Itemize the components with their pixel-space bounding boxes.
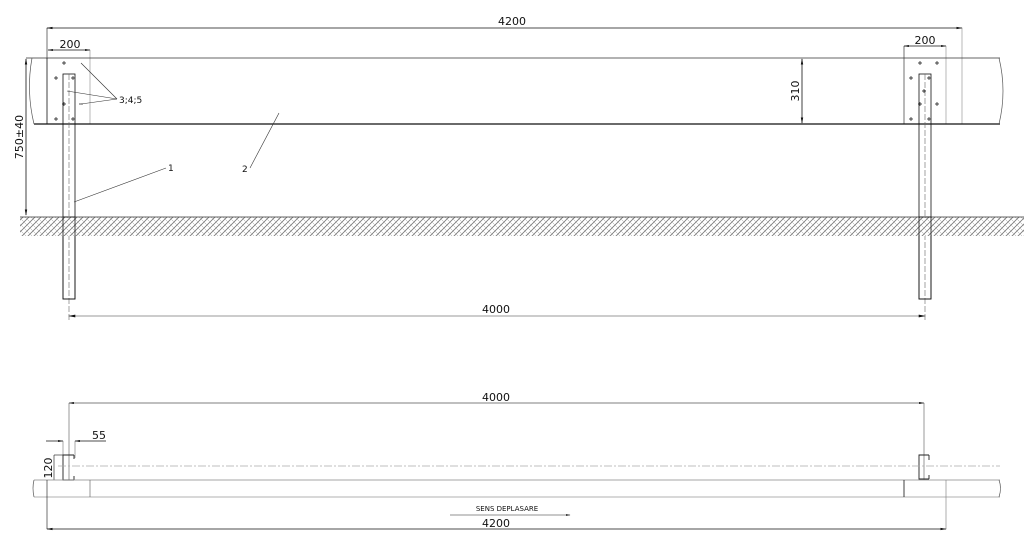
plan-rail bbox=[32, 479, 1001, 498]
label-beam: 2 bbox=[242, 165, 248, 175]
dimension-end-right-200: 200 bbox=[903, 34, 947, 124]
ground-hatch bbox=[20, 216, 1024, 236]
post-profile-right bbox=[918, 454, 930, 480]
plan-dimension-4200: 4200 bbox=[46, 480, 947, 531]
dim-4200-label: 4200 bbox=[498, 15, 526, 28]
label-fasteners: 3;4;5 bbox=[119, 96, 142, 106]
plan-dim-55-label: 55 bbox=[92, 429, 106, 442]
plan-dimension-120: 120 bbox=[42, 454, 63, 480]
plan-dim-4200-label: 4200 bbox=[482, 517, 510, 530]
post-left bbox=[62, 73, 76, 320]
direction-label: SENS DEPLASARE bbox=[476, 505, 538, 513]
dim-4000-label: 4000 bbox=[482, 303, 510, 316]
leader-fasteners bbox=[66, 62, 118, 105]
post-right-buried bbox=[918, 216, 932, 300]
post-right bbox=[918, 73, 932, 320]
beam-rail bbox=[26, 57, 1004, 125]
dimension-end-left-200: 200 bbox=[47, 38, 91, 124]
fasteners-right bbox=[909, 61, 939, 121]
leader-post bbox=[73, 167, 167, 203]
plan-dimension-4000: 4000 bbox=[68, 391, 925, 480]
dim-200-left-label: 200 bbox=[60, 38, 81, 51]
dimension-total-height: 750±40 bbox=[13, 58, 28, 216]
dim-750-label: 750±40 bbox=[13, 115, 26, 159]
dimension-overall-4200: 4200 bbox=[46, 15, 963, 124]
post-left-buried bbox=[62, 216, 76, 300]
dim-200-right-label: 200 bbox=[915, 34, 936, 47]
post-profile-left bbox=[62, 454, 75, 481]
dim-310-label: 310 bbox=[789, 81, 802, 102]
dimension-beam-height-310: 310 bbox=[789, 58, 804, 124]
dimension-post-spacing: 4000 bbox=[68, 303, 926, 318]
plan-dimension-55: 55 bbox=[46, 429, 106, 458]
plan-dim-120-label: 120 bbox=[42, 458, 55, 479]
direction-indicator: SENS DEPLASARE bbox=[450, 505, 571, 516]
plan-dim-4000-label: 4000 bbox=[482, 391, 510, 404]
leader-beam bbox=[249, 112, 280, 169]
elevation-view: 4200 200 200 310 bbox=[13, 15, 1024, 320]
plan-view: 4000 55 120 bbox=[32, 391, 1001, 531]
label-post: 1 bbox=[168, 164, 174, 174]
